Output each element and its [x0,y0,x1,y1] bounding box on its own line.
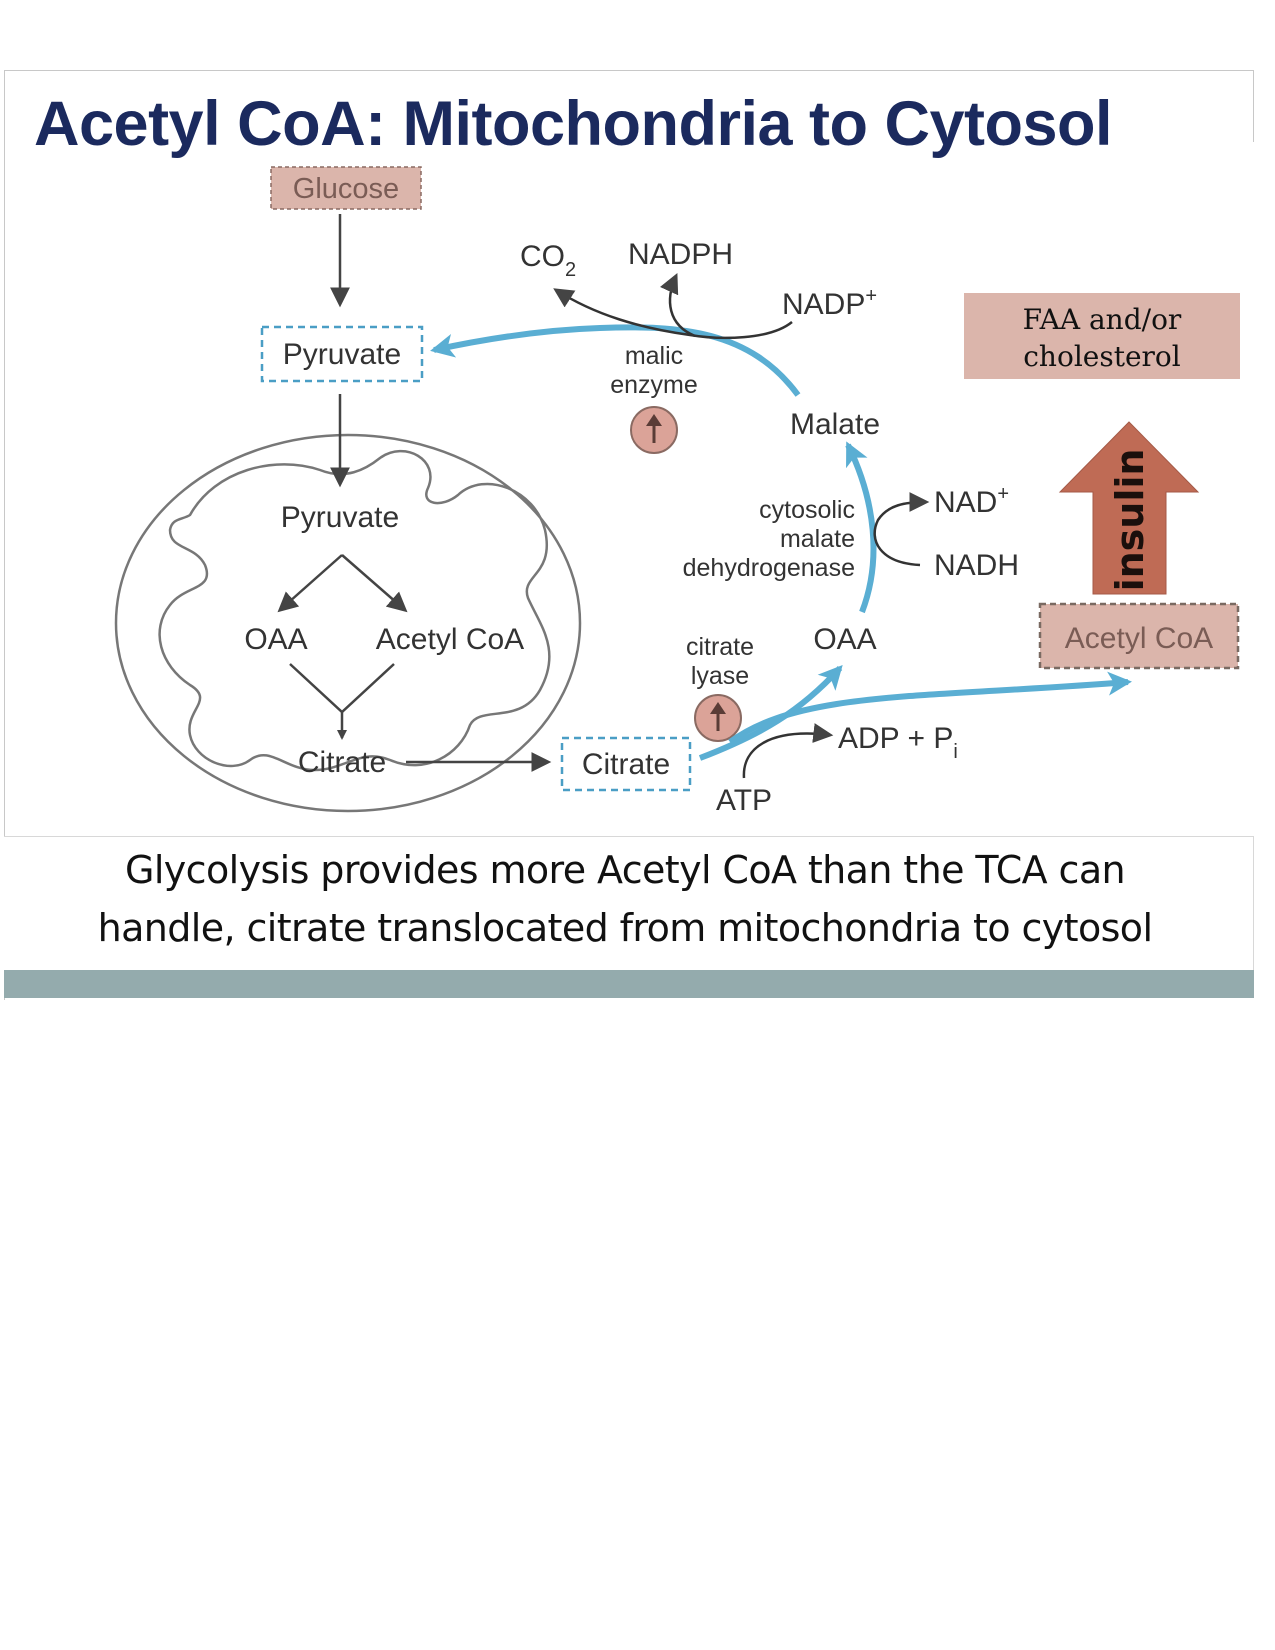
malic-enzyme-label-line2: enzyme [610,371,698,399]
pyruvate-mito-label: Pyruvate [281,501,399,534]
cmdh-label-line1: cytosolic [759,496,855,524]
faa-cholesterol-box [964,293,1240,379]
condensation-lines [289,663,395,714]
faa-label-line1: FAA and/or [1023,303,1182,336]
cmdh-label-line2: malate [780,525,855,553]
malate-to-pyruvate-flow [430,324,801,397]
co2-label: CO2 [520,240,576,281]
atp-to-adp-arrow [742,723,834,779]
acetyl-coa-cytosol-box [1038,602,1240,670]
nadp-to-nadph-arrow [659,272,696,338]
up-arrow-icon [630,406,678,454]
mitochondrion-inner-membrane [158,449,551,772]
pyruvate-to-acetyl-coa-arrow [341,554,408,613]
citrate-lyase-label-line2: lyase [691,662,749,690]
nadh-to-nad-arrow [873,492,930,567]
caption-line-1: Glycolysis provides more Acetyl CoA than… [124,848,1126,892]
up-arrow-icon [694,694,742,742]
pyruvate-cytosol-box [260,325,424,383]
atp-label: ATP [716,784,772,817]
slide-edge [1253,70,1254,142]
caption-line-2: handle, citrate translocated from mitoch… [97,906,1153,950]
acetyl-coa-mito-label: Acetyl CoA [376,623,524,656]
citrate-cytosol-label: Citrate [582,748,670,781]
acetyl-coa-cytosol-label: Acetyl CoA [1065,622,1213,655]
oaa-to-malate-flow [845,441,877,614]
glucose-label: Glucose [293,173,399,205]
pyruvate-cytosol-label: Pyruvate [283,338,401,371]
oaa-mito-label: OAA [244,623,307,656]
cmdh-label-line3: dehydrogenase [683,554,855,582]
citrate-mito-label: Citrate [298,746,386,779]
nadp-label: NADP+ [782,285,877,321]
slide-title: Acetyl CoA: Mitochondria to Cytosol [34,89,1113,159]
malate-label: Malate [790,408,880,441]
citrate-lyase-label-line1: citrate [686,633,754,661]
pathway-diagram: Glucose Pyruvate Pyruvate OAA Acetyl CoA… [114,166,1240,817]
mitochondrion-outer-membrane [114,433,582,813]
faa-label-line2: cholesterol [1023,340,1181,373]
citrate-to-acetyl-coa-flow [728,671,1132,745]
adp-pi-label: ADP + Pi [838,722,958,763]
caption-box [4,836,1254,970]
citrate-cytosol-box [560,736,692,792]
glucose-box [270,166,422,210]
footer-bar [4,970,1254,998]
pyruvate-to-oaa-arrow [277,554,343,613]
insulin-arrow [1058,421,1200,595]
malic-enzyme-label-line1: malic [625,342,683,370]
nad-label: NAD+ [934,483,1009,519]
insulin-label: insulin [1108,449,1152,592]
nadh-label: NADH [934,549,1019,582]
nadph-label: NADPH [628,238,733,271]
oaa-cytosol-label: OAA [813,623,876,656]
